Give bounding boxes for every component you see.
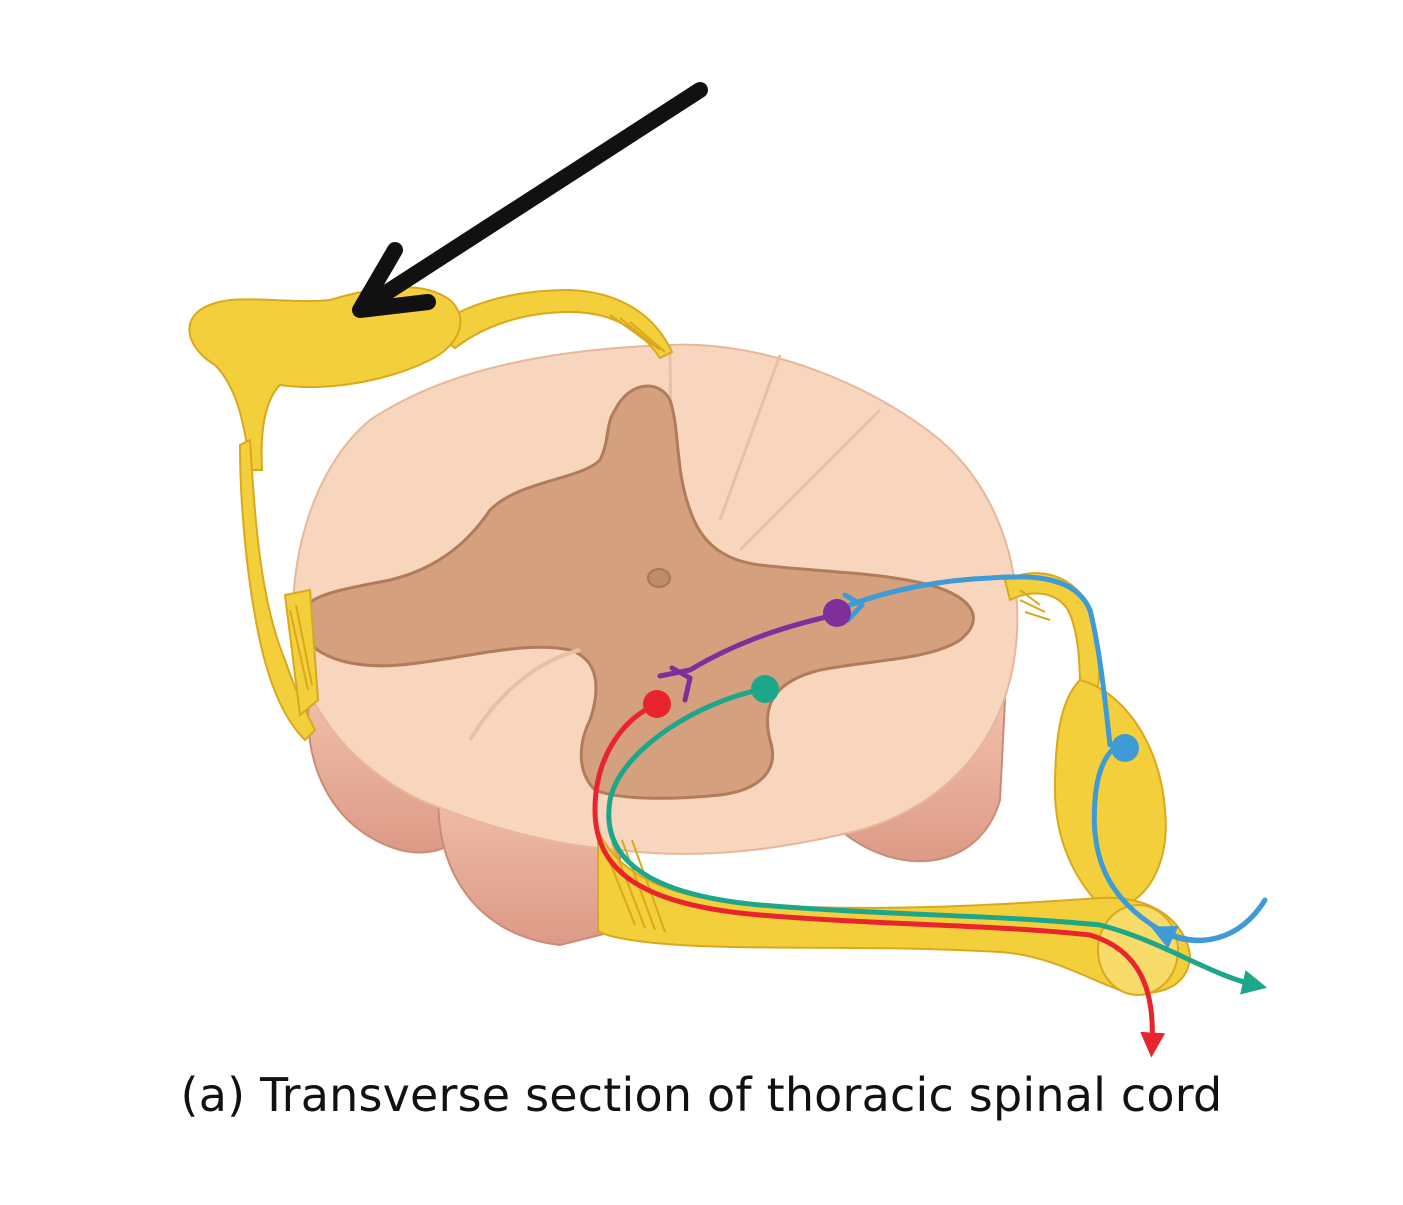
left-nerve-trunk	[238, 438, 317, 742]
anterior-fissure	[468, 648, 581, 742]
interneuron-cell-body	[823, 599, 851, 627]
sensory-neuron-axon-outer	[1150, 898, 1268, 949]
sensory-neuron-terminal	[842, 592, 865, 623]
sensory-neuron-cell-body	[1111, 734, 1139, 762]
central-canal	[647, 568, 671, 588]
visceral-motor-neuron-axon	[606, 686, 1268, 995]
pointer-arrow	[352, 82, 708, 318]
neurons	[592, 574, 1268, 1058]
left-dorsal-root-ganglion	[188, 285, 462, 471]
right-dorsal-root	[1003, 572, 1101, 691]
somatic-motor-neuron-axon	[592, 701, 1166, 1058]
gray-matter	[298, 384, 975, 800]
interneuron-terminal	[669, 665, 693, 703]
pointer-arrow-shaft	[364, 82, 708, 310]
right-dorsal-root-ganglion	[1053, 678, 1167, 906]
interneuron-axon	[657, 612, 838, 679]
left-dorsal-root	[428, 288, 674, 360]
figure-caption: (a) Transverse section of thoracic spina…	[180, 1068, 1223, 1122]
left-spinal-nerve	[188, 285, 674, 742]
pointer-arrow-head	[352, 242, 436, 318]
